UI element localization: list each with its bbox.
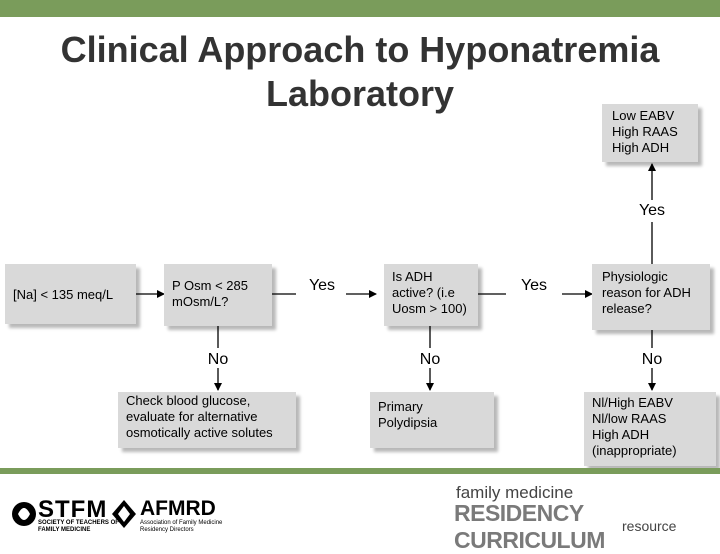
- box-low-eabv: Low EABV High RAAS High ADH: [602, 104, 698, 162]
- box-check-glucose: Check blood glucose, evaluate for altern…: [118, 392, 296, 448]
- label-yes-adh: Yes: [520, 277, 548, 294]
- box-line: Uosm > 100): [392, 301, 467, 316]
- footer: [0, 474, 720, 540]
- stfm-logo-text: STFM: [38, 496, 108, 523]
- label-yes-physio: Yes: [638, 202, 666, 219]
- label-yes-posm: Yes: [308, 277, 336, 294]
- box-line: reason for ADH: [602, 285, 691, 300]
- box-line: Nl/low RAAS: [592, 411, 667, 426]
- stfm-sub-line: SOCIETY OF TEACHERS OF: [38, 520, 119, 526]
- stfm-sub-line: FAMILY MEDICINE: [38, 527, 91, 533]
- title-line-2: Laboratory: [265, 73, 455, 114]
- label-no-physio: No: [641, 351, 663, 368]
- box-nl-high-eabv: Nl/High EABV Nl/low RAAS High ADH (inapp…: [584, 392, 716, 466]
- box-line: osmotically active solutes: [126, 425, 273, 440]
- box-line: Polydipsia: [378, 415, 438, 430]
- label-no-posm: No: [207, 351, 229, 368]
- fm-logo-line1: family medicine: [456, 483, 574, 502]
- box-physiologic-reason: Physiologic reason for ADH release?: [592, 264, 710, 330]
- top-accent-bar: [0, 0, 720, 17]
- box-line: High RAAS: [612, 124, 678, 139]
- title-line-1: Clinical Approach to Hyponatremia: [60, 29, 660, 70]
- box-line: evaluate for alternative: [126, 409, 258, 424]
- box-line: High ADH: [612, 140, 670, 155]
- footer-logo-marks: [12, 500, 136, 528]
- box-primary-polydipsia: Primary Polydipsia: [370, 392, 494, 448]
- box-line: Check blood glucose,: [126, 393, 251, 408]
- bottom-accent-bar: [0, 468, 720, 474]
- afmrd-sub-line: Association of Family Medicine: [140, 520, 223, 526]
- box-line: Primary: [378, 399, 423, 414]
- slide-title: Clinical Approach to Hyponatremia Labora…: [0, 28, 720, 116]
- box-line: release?: [602, 301, 652, 316]
- fm-logo-line3: resource: [622, 518, 677, 534]
- box-line: active? (i.e: [392, 285, 455, 300]
- label-no-adh: No: [419, 351, 441, 368]
- box-line: P Osm < 285: [172, 278, 248, 293]
- box-line: High ADH: [592, 427, 650, 442]
- box-line: Is ADH: [392, 269, 433, 284]
- stfm-logo-subtitle: SOCIETY OF TEACHERS OF FAMILY MEDICINE: [38, 520, 119, 534]
- box-line: (inappropriate): [592, 443, 677, 458]
- stfm-logo-mark: [12, 502, 36, 526]
- flow-connectors: [136, 163, 656, 391]
- box-plasma-osm: P Osm < 285 mOsm/L?: [164, 264, 272, 326]
- afmrd-logo-mark: [112, 500, 136, 528]
- afmrd-logo-text: AFMRD: [140, 497, 216, 520]
- afmrd-logo-subtitle: Association of Family Medicine Residency…: [140, 520, 222, 534]
- box-adh-active: Is ADH active? (i.e Uosm > 100): [384, 264, 478, 326]
- fm-logo-line2: RESIDENCY CURRICULUM: [454, 500, 605, 553]
- box-line: mOsm/L?: [172, 294, 229, 309]
- box-sodium-low: [Na] < 135 meq/L: [5, 264, 136, 324]
- box-line: Physiologic: [602, 269, 668, 284]
- box-line: Low EABV: [612, 108, 675, 123]
- box-line: Nl/High EABV: [592, 395, 673, 410]
- box-line: [Na] < 135 meq/L: [13, 287, 114, 302]
- afmrd-sub-line: Residency Directors: [140, 527, 194, 533]
